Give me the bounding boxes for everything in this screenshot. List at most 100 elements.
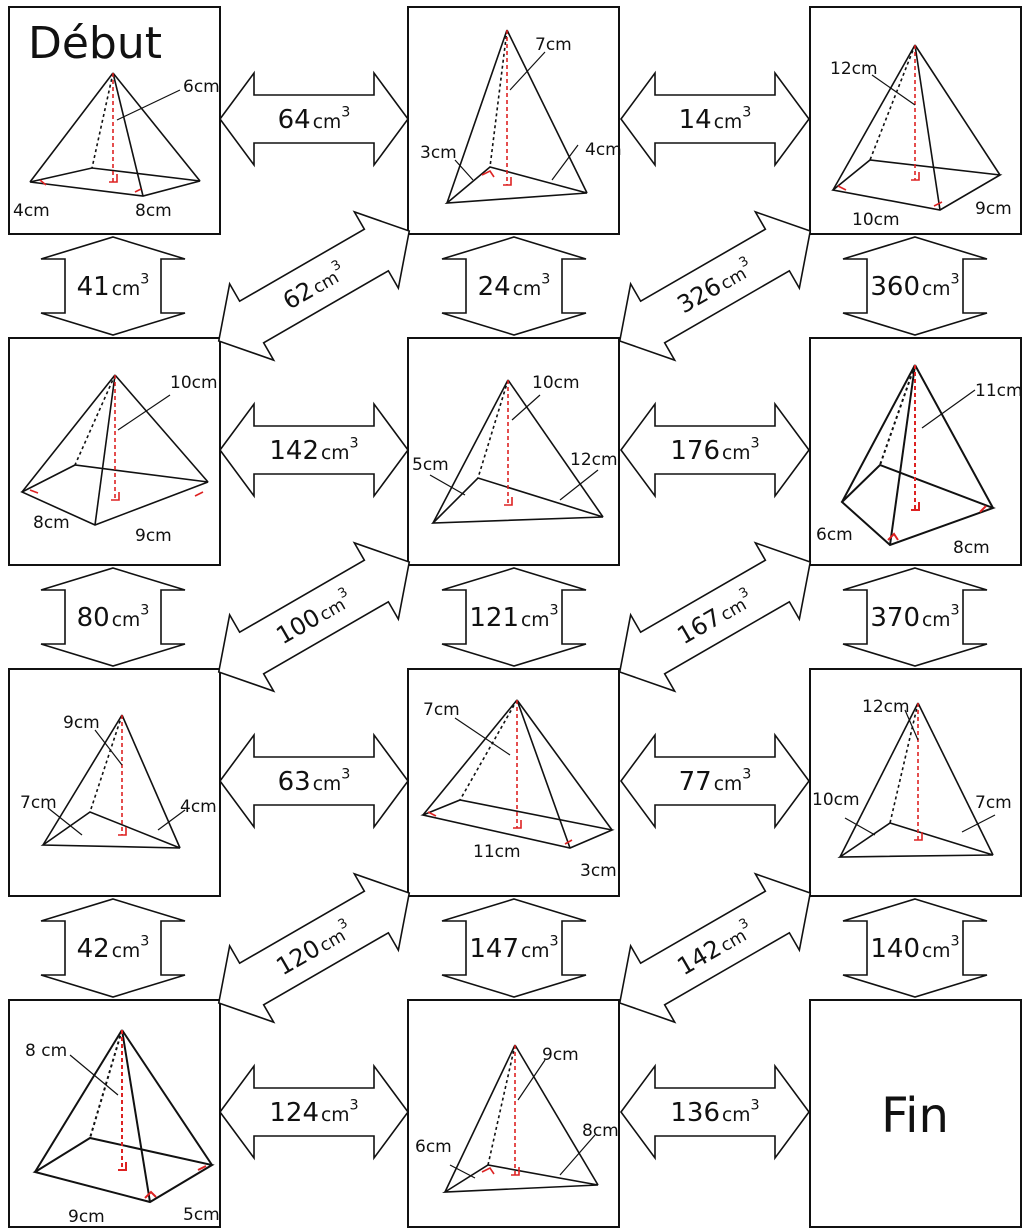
label-r0c1-2: 4cm	[585, 140, 622, 160]
h-r2-b-shape	[620, 732, 810, 830]
pyramid-r3c1	[442, 1044, 599, 1193]
label-r2c1-2: 3cm	[580, 861, 617, 881]
v-0-c1-shape	[441, 236, 587, 336]
start-label: Début	[28, 18, 162, 69]
label-r3c1-2: 8cm	[582, 1121, 619, 1141]
cell-end	[809, 999, 1022, 1228]
label-r1c0-2: 9cm	[135, 526, 172, 546]
label-r2c2-1: 10cm	[812, 790, 860, 810]
d-2-a-shape	[217, 872, 411, 1024]
v-0-c0-shape	[40, 236, 186, 336]
v-2-c1-shape	[441, 898, 587, 998]
cell-r1c1	[407, 337, 620, 566]
v-1-c1-shape	[441, 567, 587, 667]
label-r1c2-1: 6cm	[816, 525, 853, 545]
label-r2c0-0: 9cm	[63, 713, 100, 733]
label-r2c0-1: 7cm	[20, 793, 57, 813]
d-2-b: 142cm3	[618, 872, 812, 1024]
label-r0c2-2: 9cm	[975, 199, 1012, 219]
cell-r3c0	[8, 999, 221, 1228]
label-r2c1-0: 7cm	[423, 700, 460, 720]
end-label: Fin	[881, 1088, 949, 1144]
d-0-b: 326cm3	[618, 210, 812, 362]
pyramid-r0c1	[444, 29, 588, 204]
v-2-c2-shape	[842, 898, 988, 998]
h-r0-a-shape	[219, 70, 409, 168]
h-r2-a-shape	[219, 732, 409, 830]
label-r0c1-1: 3cm	[420, 143, 457, 163]
label-r0c2-0: 12cm	[830, 59, 878, 79]
v-0-c2-shape	[842, 236, 988, 336]
label-r0c0-1: 4cm	[13, 201, 50, 221]
pyramid-r2c2	[837, 702, 996, 858]
cell-r2c0	[8, 668, 221, 897]
d-1-a-shape	[217, 541, 411, 693]
label-r0c1-0: 7cm	[535, 35, 572, 55]
v-1-c2-shape	[842, 567, 988, 667]
label-r3c0-0: 8 cm	[25, 1041, 67, 1061]
label-r1c1-1: 5cm	[412, 455, 449, 475]
cell-r3c1	[407, 999, 620, 1228]
label-r1c0-0: 10cm	[170, 373, 218, 393]
d-1-b-shape	[618, 541, 812, 693]
d-0-a-shape	[217, 210, 411, 362]
label-r1c2-2: 8cm	[953, 538, 990, 558]
label-r2c2-0: 12cm	[862, 697, 910, 717]
pyramid-r1c0	[20, 374, 209, 526]
pyramid-r1c2	[840, 364, 996, 547]
d-2-a: 120cm3	[217, 872, 411, 1024]
d-1-a: 100cm3	[217, 541, 411, 693]
cell-r0c1	[407, 6, 620, 235]
pyramid-r0c0	[29, 72, 201, 197]
pyramid-r3c0	[32, 1029, 215, 1204]
label-r1c2-0: 11cm	[975, 381, 1022, 401]
h-r1-b-shape	[620, 401, 810, 499]
label-r3c0-2: 5cm	[183, 1205, 220, 1225]
pyramid-r0c2	[831, 44, 1003, 211]
label-r0c2-1: 10cm	[852, 210, 900, 230]
label-r3c1-0: 9cm	[542, 1045, 579, 1065]
d-0-b-shape	[618, 210, 812, 362]
pyramid-r2c1	[420, 699, 615, 849]
h-r1-a-shape	[219, 401, 409, 499]
label-r2c1-1: 11cm	[473, 842, 521, 862]
label-r0c0-0: 6cm	[183, 77, 220, 97]
h-r3-a-shape	[219, 1063, 409, 1161]
v-1-c0-shape	[40, 567, 186, 667]
pyramid-r2c0	[40, 714, 186, 849]
d-2-b-shape	[618, 872, 812, 1024]
label-r2c0-2: 4cm	[180, 797, 217, 817]
d-1-b: 167cm3	[618, 541, 812, 693]
label-r1c1-2: 12cm	[570, 450, 618, 470]
cell-r2c2	[809, 668, 1022, 897]
